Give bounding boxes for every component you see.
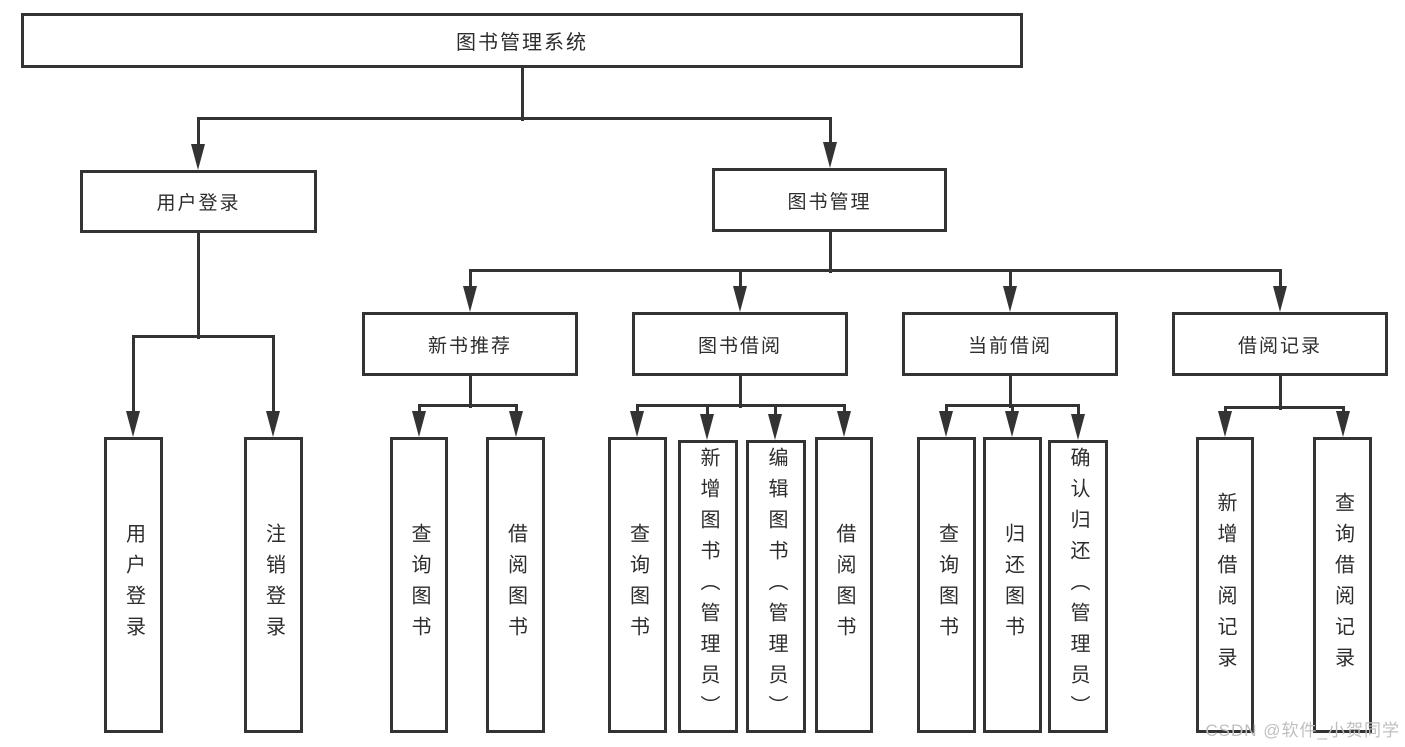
node-label: 归还图书 [1001,523,1024,647]
arrow-down-icon [939,411,953,437]
node-leaf-return-book: 归还图书 [983,437,1042,733]
node-leaf-borrow-book-1: 借阅图书 [486,437,545,733]
node-leaf-confirm-return: 确认归还（管理员） [1048,440,1108,733]
node-leaf-query-borrow-record: 查询借阅记录 [1313,437,1372,733]
connector-line [1008,270,1012,292]
connector-line [828,232,832,273]
arrow-down-icon [1273,286,1287,312]
node-label: 用户登录 [156,193,241,214]
node-new-book-rec: 新书推荐 [362,312,578,376]
connector-line [131,334,275,338]
arrow-down-icon [733,286,747,312]
connector-line [773,405,777,420]
node-user-login: 用户登录 [80,170,317,233]
node-label: 查询图书 [626,523,649,647]
connector-line [1278,376,1282,410]
arrow-down-icon [837,411,851,437]
connector-line [196,233,200,339]
arrow-down-icon [266,411,280,437]
node-label: 新增图书（管理员） [697,447,719,726]
node-root: 图书管理系统 [21,13,1023,68]
node-label: 图书管理 [787,191,872,213]
connector-line [196,116,832,120]
connector-line [705,405,709,420]
connector-line [1008,376,1012,408]
arrow-down-icon [126,411,140,437]
node-leaf-logout: 注销登录 [244,437,303,733]
node-leaf-add-book: 新增图书（管理员） [678,440,738,733]
node-label: 图书管理系统 [456,32,588,54]
connector-line [1076,405,1080,420]
arrow-down-icon [191,144,205,170]
node-label: 查询借阅记录 [1331,492,1354,678]
node-label: 编辑图书（管理员） [765,447,787,726]
node-leaf-user-login: 用户登录 [104,437,163,733]
node-label: 查询图书 [408,523,430,647]
node-leaf-query-book-2: 查询图书 [608,437,667,733]
node-label: 新书推荐 [427,335,512,357]
node-label: 新增借阅记录 [1214,492,1236,678]
connector-line [738,270,742,292]
node-book-mgmt: 图书管理 [712,168,947,232]
node-book-borrow: 图书借阅 [632,312,848,376]
node-leaf-add-borrow-record: 新增借阅记录 [1196,437,1254,733]
connector-line [738,376,742,408]
connector-line [417,403,518,407]
connector-line [468,376,472,408]
arrow-down-icon [463,286,477,312]
connector-line [635,403,846,407]
node-label: 图书借阅 [697,335,782,357]
arrow-down-icon [1336,411,1350,437]
arrow-down-icon [630,411,644,437]
arrow-down-icon [823,142,837,168]
node-label: 当前借阅 [967,335,1052,357]
node-label: 查询图书 [935,523,958,647]
arrow-down-icon [700,414,714,440]
node-label: 借阅记录 [1237,335,1322,357]
node-label: 确认归还（管理员） [1067,447,1089,726]
node-current-borrow: 当前借阅 [902,312,1118,376]
watermark: CSDN @软件_小贺同学 [1205,721,1400,740]
arrow-down-icon [509,411,523,437]
connector-line [271,336,275,417]
node-label: 用户登录 [122,523,145,647]
arrow-down-icon [1071,414,1085,440]
node-borrow-records: 借阅记录 [1172,312,1388,376]
connector-line [520,68,524,121]
node-leaf-query-book-3: 查询图书 [917,437,976,733]
connector-line [468,268,1282,272]
connector-line [131,336,135,417]
connector-line [1223,405,1345,409]
connector-line [1278,270,1282,292]
connector-line [828,118,832,148]
node-leaf-borrow-book-2: 借阅图书 [815,437,873,733]
node-label: 借阅图书 [504,523,527,647]
connector-line [196,118,200,150]
node-leaf-edit-book: 编辑图书（管理员） [746,440,806,733]
arrow-down-icon [1003,286,1017,312]
node-leaf-query-book-1: 查询图书 [390,437,448,733]
node-label: 借阅图书 [833,523,855,647]
arrow-down-icon [1218,411,1232,437]
node-label: 注销登录 [262,523,285,647]
arrow-down-icon [768,414,782,440]
arrow-down-icon [412,411,426,437]
arrow-down-icon [1005,411,1019,437]
connector-line [468,270,472,292]
